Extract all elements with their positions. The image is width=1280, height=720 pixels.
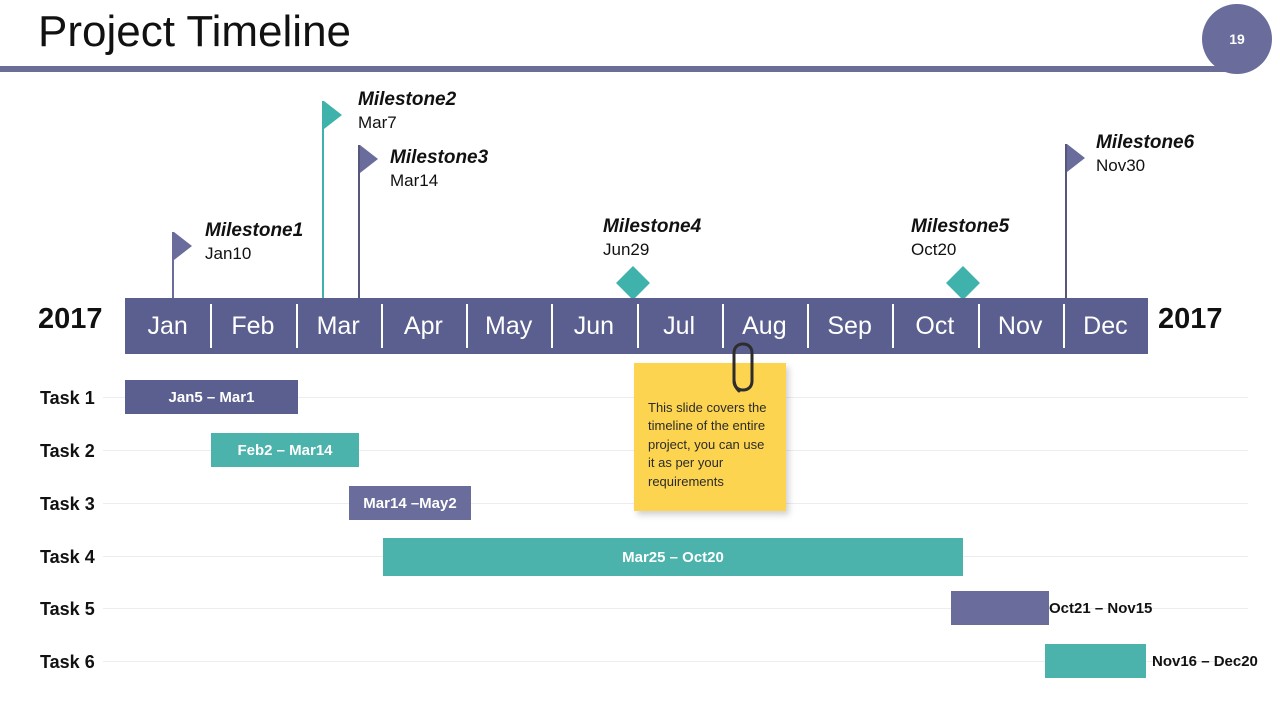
milestone-marker-3[interactable] — [358, 145, 378, 298]
timeline-month-bar: Jan Feb Mar Apr May Jun Jul Aug Sep Oct … — [125, 298, 1148, 354]
milestone-date-1: Jan10 — [205, 243, 252, 263]
milestone-name-6: Milestone6 — [1096, 132, 1195, 153]
task-gridline — [103, 661, 1248, 662]
task-bar-label-2: Feb2 – Mar14 — [237, 441, 333, 459]
task-label-4: Task 4 — [40, 547, 95, 567]
milestone-date-2: Mar7 — [358, 112, 397, 132]
month-cell-sep[interactable]: Sep — [807, 298, 892, 354]
task-bar-label-1: Jan5 – Mar1 — [168, 388, 255, 406]
task-bar-6[interactable] — [1045, 644, 1146, 678]
milestone-marker-2[interactable] — [322, 101, 342, 298]
milestone-text-1: Milestone1 Jan10 — [205, 219, 303, 265]
milestone-date-4: Jun29 — [603, 239, 650, 259]
task-bar-3[interactable]: Mar14 –May2 — [349, 486, 471, 520]
task-gridline — [103, 608, 1248, 609]
task-bar-1[interactable]: Jan5 – Mar1 — [125, 380, 298, 414]
month-cell-jul[interactable]: Jul — [636, 298, 722, 354]
month-cell-nov[interactable]: Nov — [977, 298, 1063, 354]
milestone-name-5: Milestone5 — [911, 216, 1010, 237]
task-bar-label-5: Oct21 – Nov15 — [1049, 600, 1153, 617]
milestone-pole-1 — [172, 232, 174, 298]
milestone-text-6: Milestone6 Nov30 — [1096, 131, 1194, 177]
milestone-flag-icon-6 — [1067, 144, 1085, 172]
milestone-pole-2 — [322, 101, 324, 298]
task-bar-label-6: Nov16 – Dec20 — [1152, 653, 1258, 670]
milestone-name-1: Milestone1 — [205, 220, 304, 241]
milestone-date-5: Oct20 — [911, 239, 957, 259]
task-bar-4[interactable]: Mar25 – Oct20 — [383, 538, 963, 576]
page-number-badge: 19 — [1202, 4, 1272, 74]
year-label-left: 2017 — [38, 303, 103, 335]
milestone-marker-6[interactable] — [1065, 144, 1085, 298]
month-cell-jun[interactable]: Jun — [551, 298, 636, 354]
milestone-name-3: Milestone3 — [390, 147, 489, 168]
milestone-pole-3 — [358, 145, 360, 298]
milestone-text-3: Milestone3 Mar14 — [390, 146, 488, 192]
sticky-note-text: This slide covers the timeline of the en… — [648, 400, 767, 489]
milestone-date-6: Nov30 — [1096, 155, 1146, 175]
milestone-flag-icon-1 — [174, 232, 192, 260]
month-cell-dec[interactable]: Dec — [1062, 298, 1148, 354]
task-label-5: Task 5 — [40, 599, 95, 619]
year-label-right: 2017 — [1158, 303, 1223, 335]
month-cell-feb[interactable]: Feb — [210, 298, 295, 354]
month-cell-aug[interactable]: Aug — [721, 298, 807, 354]
month-cell-may[interactable]: May — [466, 298, 551, 354]
paperclip-icon — [732, 342, 754, 393]
task-bar-2[interactable]: Feb2 – Mar14 — [211, 433, 359, 467]
milestone-marker-5[interactable] — [946, 266, 980, 300]
task-label-1: Task 1 — [40, 388, 95, 408]
milestone-text-5: Milestone5 Oct20 — [911, 215, 1009, 261]
milestone-name-2: Milestone2 — [358, 89, 457, 110]
task-bar-label-4: Mar25 – Oct20 — [622, 548, 724, 566]
month-cell-oct[interactable]: Oct — [892, 298, 977, 354]
month-cell-mar[interactable]: Mar — [295, 298, 381, 354]
task-bar-label-3: Mar14 –May2 — [363, 494, 457, 512]
page-number-label: 19 — [1229, 31, 1245, 47]
task-label-3: Task 3 — [40, 494, 95, 514]
task-bar-5[interactable] — [951, 591, 1049, 625]
milestone-text-2: Milestone2 Mar7 — [358, 88, 456, 134]
page-title: Project Timeline — [38, 7, 352, 56]
milestone-date-3: Mar14 — [390, 170, 439, 190]
milestone-pole-6 — [1065, 144, 1067, 298]
milestone-flag-icon-2 — [324, 101, 342, 129]
month-cell-apr[interactable]: Apr — [380, 298, 466, 354]
task-label-2: Task 2 — [40, 441, 95, 461]
title-divider — [0, 66, 1232, 72]
sticky-note[interactable]: This slide covers the timeline of the en… — [634, 342, 786, 511]
month-cell-jan[interactable]: Jan — [147, 311, 188, 340]
milestone-marker-1[interactable] — [172, 232, 192, 298]
milestone-text-4: Milestone4 Jun29 — [603, 215, 701, 261]
milestone-marker-4[interactable] — [616, 266, 650, 300]
milestone-name-4: Milestone4 — [603, 216, 702, 237]
task-label-6: Task 6 — [40, 652, 95, 672]
milestone-flag-icon-3 — [360, 145, 378, 173]
